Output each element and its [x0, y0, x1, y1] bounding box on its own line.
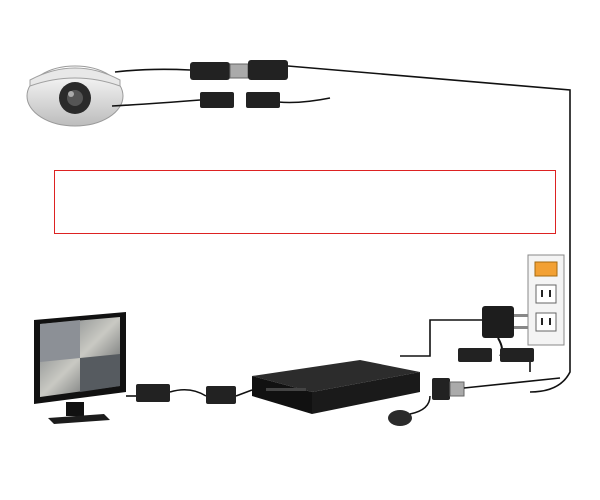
monitor [34, 312, 126, 424]
mouse [388, 395, 431, 426]
camera-cables [111, 65, 571, 393]
power-outlet [527, 254, 565, 346]
bnc-connector-pair [190, 60, 288, 80]
dc-connector-pair [200, 92, 280, 108]
hdmi-connectors [136, 384, 236, 404]
digital-recorder [252, 360, 420, 414]
notice-box [54, 170, 556, 234]
recorder-side-connectors [432, 348, 534, 400]
dome-camera [26, 65, 124, 127]
